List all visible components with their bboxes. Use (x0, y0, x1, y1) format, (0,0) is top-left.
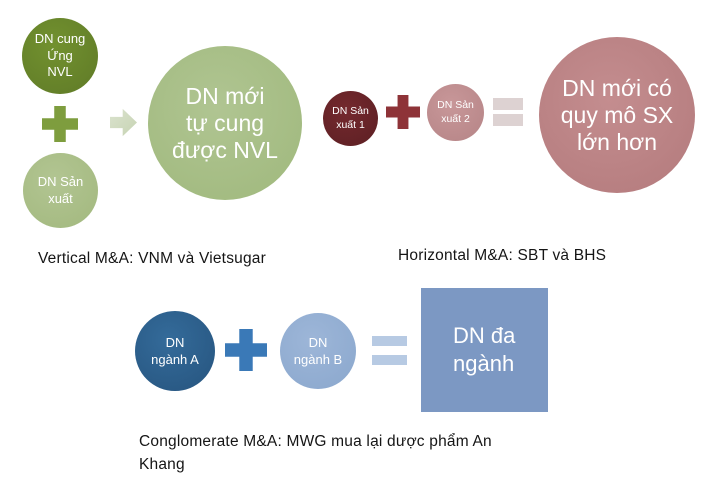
equals-icon (372, 336, 407, 365)
vertical-result-circle: DN mới tự cung được NVL (148, 46, 302, 200)
circle-label-line: DN (165, 335, 185, 350)
circle-label-line: DN Sản (437, 99, 474, 111)
circle-label-line: DN mới có (562, 74, 672, 101)
conglomerate-result-square: DN đa ngành (421, 288, 548, 412)
circle-label-line: tự cung (185, 109, 265, 136)
plus-icon (42, 106, 78, 142)
circle-label-line: DN mới (185, 82, 265, 109)
equals-icon (493, 98, 523, 126)
horizontal-result-circle: DN mới có quy mô SX lớn hơn (539, 37, 695, 193)
vertical-supplier-circle: DN cung Ứng NVL (22, 18, 98, 94)
vertical-producer-circle: DN Sản xuất (23, 153, 98, 228)
circle-label-line: xuất (48, 190, 73, 206)
circle-label-line: xuất 1 (336, 118, 365, 131)
horizontal-ma-caption: Horizontal M&A: SBT và BHS (398, 247, 607, 264)
circle-label-line: DN Sản (332, 105, 369, 117)
plus-icon (386, 95, 420, 129)
conglomerate-firm-a-circle: DN ngành A (135, 311, 215, 391)
circle-label-line: Ứng (47, 47, 73, 63)
circle-label-line: ngành A (151, 352, 199, 367)
circle-label-line: NVL (47, 64, 73, 80)
vertical-ma-caption: Vertical M&A: VNM và Vietsugar (38, 250, 266, 267)
horizontal-firm2-circle: DN Sản xuất 2 (427, 84, 484, 141)
circle-label-line: lớn hơn (576, 128, 658, 155)
square-label-line: ngành (453, 351, 515, 376)
circle-label-line: DN (308, 335, 328, 350)
arrow-right-icon (110, 108, 137, 137)
conglomerate-firm-b-circle: DN ngành B (280, 313, 356, 389)
conglomerate-ma-caption: Conglomerate M&A: MWG mua lại dược phẩm … (139, 433, 492, 473)
circle-label-line: quy mô SX (560, 101, 674, 128)
circle-label-line: DN Sản (37, 174, 84, 189)
circle-label-line: xuất 2 (441, 112, 470, 125)
circle-label-line: DN cung (34, 31, 86, 47)
square-label-line: DN đa (453, 323, 516, 348)
circle-label-line: ngành B (293, 352, 343, 367)
plus-icon (225, 329, 267, 371)
circle-label-line: được NVL (172, 136, 278, 163)
horizontal-firm1-circle: DN Sản xuất 1 (323, 91, 378, 146)
